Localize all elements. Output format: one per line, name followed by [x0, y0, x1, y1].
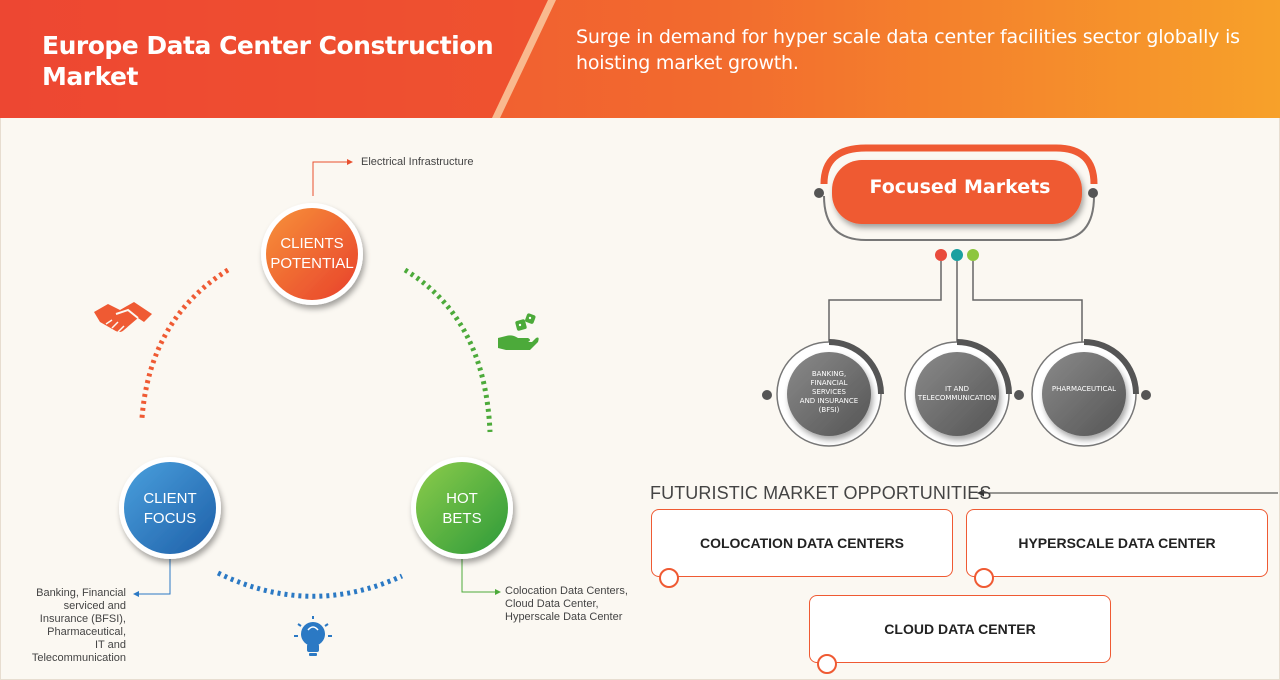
focused-markets-title: Focused Markets	[869, 176, 1051, 198]
client-focus-note: Banking, Financial serviced and Insuranc…	[31, 587, 126, 664]
header-divider	[0, 0, 556, 118]
market-circle-pharma	[1031, 339, 1151, 447]
arc-blue	[216, 570, 404, 599]
header-banner: Europe Data Center Construction Market S…	[0, 0, 1280, 118]
market-label-it: IT AND TELECOMMUNICATION	[917, 385, 997, 402]
handshake-icon	[94, 302, 152, 333]
lightbulb-icon	[294, 616, 332, 656]
arc-green	[403, 267, 493, 433]
electrical-infrastructure-note: Electrical Infrastructure	[361, 156, 474, 168]
dot-red	[935, 249, 947, 261]
market-circle-it	[904, 339, 1024, 447]
tree-connectors	[828, 261, 1083, 346]
connector-client-focus	[133, 558, 171, 597]
opportunity-cloud-dot	[817, 654, 837, 674]
hot-bets-circle	[411, 457, 513, 559]
hot-bets-note: Colocation Data Centers, Cloud Data Cent…	[505, 585, 628, 623]
clients-potential-circle	[261, 203, 363, 305]
market-label-pharma: PHARMACEUTICAL	[1051, 385, 1117, 393]
page-title: Europe Data Center Construction Market	[42, 31, 494, 91]
arc-orange	[139, 267, 230, 419]
client-focus-label: CLIENT FOCUS	[143, 490, 197, 527]
hand-with-dice-icon	[498, 313, 539, 350]
opportunity-hyperscale-dot	[974, 568, 994, 588]
client-focus-circle	[119, 457, 221, 559]
dot-teal	[951, 249, 963, 261]
market-circle-bfsi	[762, 339, 884, 447]
opportunities-heading: FUTURISTIC MARKET OPPORTUNITIES	[650, 483, 992, 503]
connector-clients-potential	[312, 159, 353, 196]
opportunity-colocation: COLOCATION DATA CENTERS	[651, 509, 953, 577]
clients-potential-label: CLIENTS POTENTIAL	[270, 235, 354, 272]
diagram-graphics	[94, 144, 1278, 656]
dot-green	[967, 249, 979, 261]
opportunity-hyperscale: HYPERSCALE DATA CENTER	[966, 509, 1268, 577]
opportunity-colocation-dot	[659, 568, 679, 588]
hot-bets-label: HOT BETS	[442, 490, 482, 527]
focused-markets-node	[814, 144, 1098, 241]
opportunity-cloud: CLOUD DATA CENTER	[809, 595, 1111, 663]
connector-hot-bets	[461, 558, 501, 595]
market-label-bfsi: BANKING, FINANCIAL SERVICES AND INSURANC…	[799, 370, 859, 414]
page-subtitle: Surge in demand for hyper scale data cen…	[576, 26, 1240, 74]
